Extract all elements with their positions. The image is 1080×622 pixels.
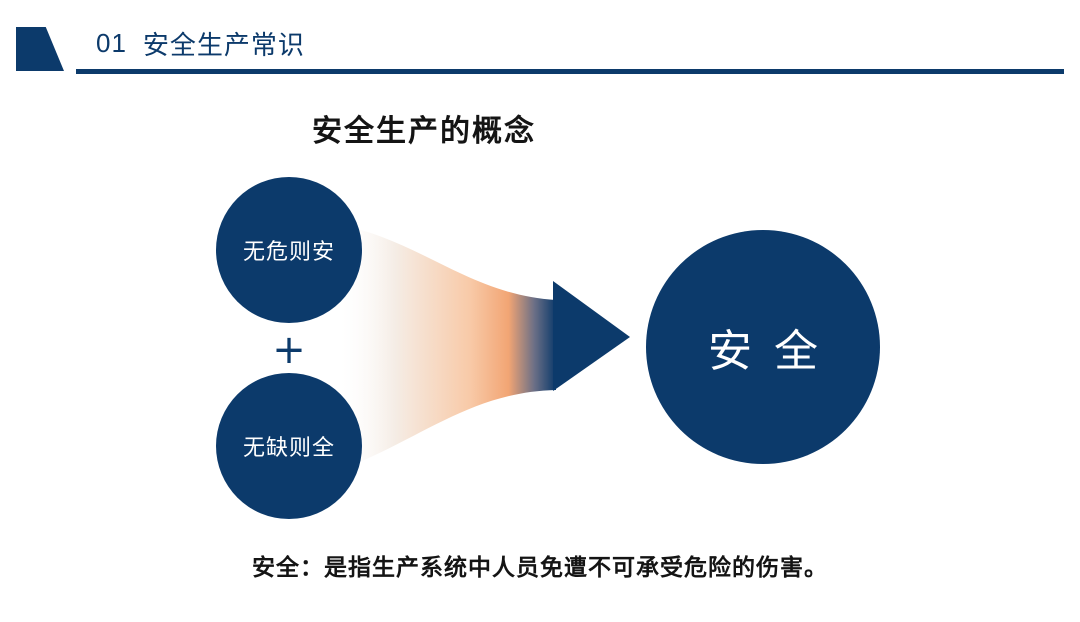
- section-heading: 01 安全生产常识: [96, 26, 305, 61]
- concept-circle-no-danger: 无危则安: [216, 177, 362, 323]
- definition-text: 安全：是指生产系统中人员免遭不可承受危险的伤害。: [252, 555, 828, 581]
- section-number: 01: [96, 27, 127, 58]
- concept-circle-no-defect: 无缺则全: [216, 373, 362, 519]
- plus-sign: +: [272, 327, 306, 373]
- concept-label-no-defect: 无缺则全: [242, 436, 335, 461]
- funnel-band: [340, 225, 556, 470]
- arrow-head: [553, 281, 630, 391]
- header-divider: [76, 69, 1064, 74]
- result-label: 安全: [708, 326, 840, 377]
- concept-title: 安全生产的概念: [312, 114, 536, 149]
- result-circle-safety: 安全: [646, 230, 880, 464]
- concept-label-no-danger: 无危则安: [242, 240, 335, 265]
- section-title: 安全生产常识: [142, 30, 305, 61]
